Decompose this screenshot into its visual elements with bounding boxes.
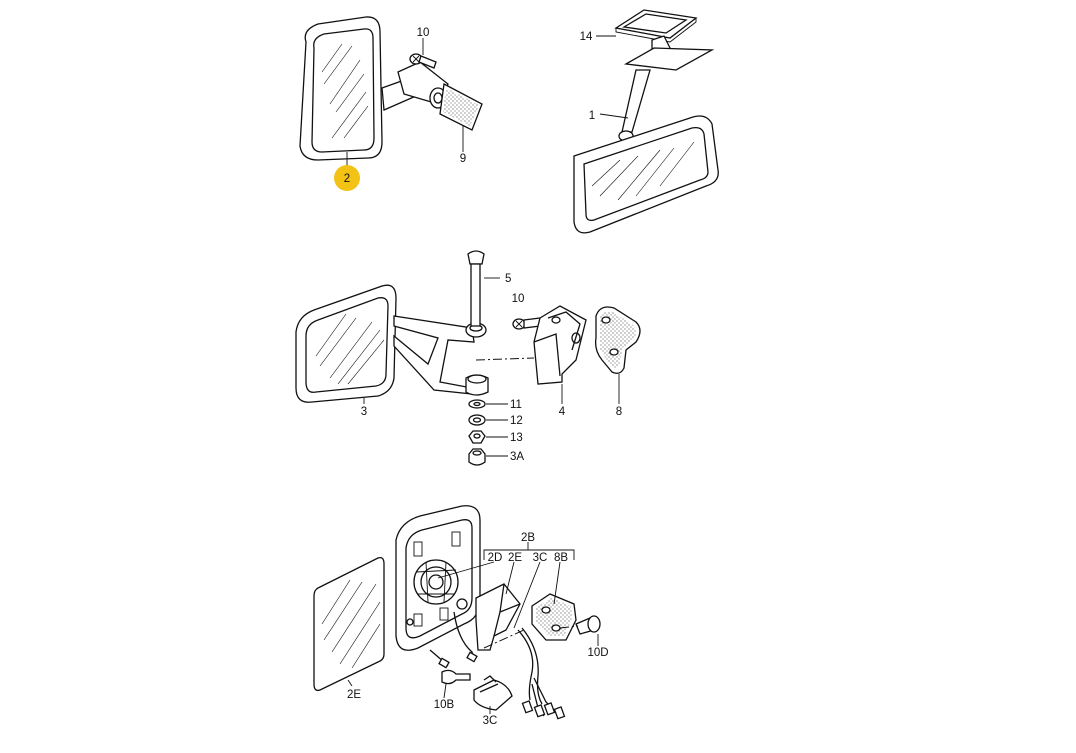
label-2B[interactable]: 2B [521,532,535,544]
label-9[interactable]: 9 [460,153,466,165]
cover-part-3C[interactable] [473,675,513,711]
label-10B[interactable]: 10B [434,699,455,711]
interior-mirror-part-1[interactable] [573,35,719,234]
mirror-with-arm-part-3[interactable] [295,284,489,403]
label-14[interactable]: 14 [580,31,593,43]
label-2E[interactable]: 2E [347,689,361,701]
label-3C[interactable]: 3C [483,715,498,727]
screw-part-10-middle[interactable] [512,317,541,330]
label-8[interactable]: 8 [616,406,622,418]
screw-part-10D[interactable] [575,615,601,635]
mount-plate-part-14[interactable] [614,9,698,43]
label-12[interactable]: 12 [510,415,523,427]
bracket-part-8B[interactable] [531,593,577,641]
label-3A[interactable]: 3A [510,451,524,463]
bracket-part-9[interactable] [439,82,483,131]
label-3C-group[interactable]: 3C [533,552,548,564]
mirror-housing-part-2D[interactable] [395,505,481,669]
mirror-glass-part-2E[interactable] [313,556,385,692]
highlight-marker-part-2[interactable] [334,165,360,191]
label-1[interactable]: 1 [589,110,595,122]
label-10D[interactable]: 10D [587,647,608,659]
screw-part-10B[interactable] [441,669,471,685]
label-4[interactable]: 4 [559,406,566,418]
label-2E-group[interactable]: 2E [508,552,522,564]
label-11[interactable]: 11 [510,399,522,411]
cap-nut-part-3A[interactable] [468,448,486,466]
label-5[interactable]: 5 [505,273,511,285]
gasket-part-8[interactable] [594,306,641,374]
wiring-harness [517,627,566,720]
label-13[interactable]: 13 [510,432,523,444]
label-10-top[interactable]: 10 [417,27,430,39]
washer-part-12[interactable] [468,414,486,426]
label-2[interactable]: 2 [344,173,350,185]
label-8B[interactable]: 8B [554,552,568,564]
washer-part-11[interactable] [468,399,486,409]
bracket-part-4[interactable] [533,305,587,385]
pin-part-5[interactable] [467,250,485,327]
nut-part-13[interactable] [468,430,486,444]
label-10-middle[interactable]: 10 [512,293,525,305]
label-3[interactable]: 3 [361,406,367,418]
adjuster-motor-part-2E[interactable] [475,583,521,651]
screw-part-10-top[interactable] [409,53,437,69]
label-2D[interactable]: 2D [488,552,503,564]
